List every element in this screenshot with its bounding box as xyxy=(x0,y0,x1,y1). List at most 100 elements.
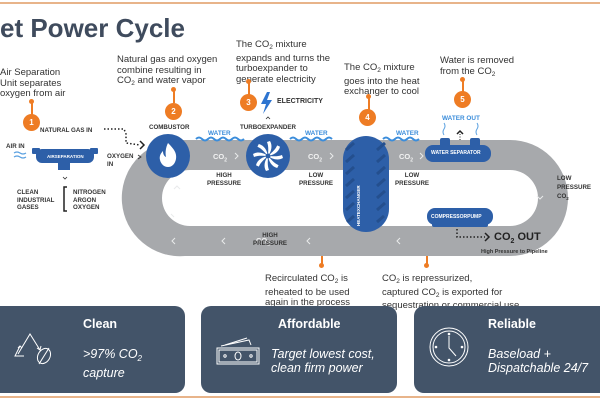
label-line: INDUSTRIAL xyxy=(17,196,55,204)
note-line: from the CO2 xyxy=(440,65,496,78)
high-pressure-label-1: HIGH PRESSURE xyxy=(207,172,241,187)
step-6-note: CO2 is repressurized, captured CO2 is ex… xyxy=(382,273,519,312)
water-out-arrow xyxy=(456,129,464,135)
gas-nitrogen: NITROGEN xyxy=(73,189,106,196)
oxygen-in-chevron xyxy=(137,154,142,160)
step-6-stem xyxy=(426,251,428,265)
step-5-note: Water is removed from the CO2 xyxy=(440,55,515,80)
card-text-line: Dispatchable 24/7 xyxy=(488,361,589,375)
co2-label-1: CO2 xyxy=(213,152,228,164)
gases-list: NITROGEN ARGON OXYGEN xyxy=(73,189,106,212)
flame-icon xyxy=(159,143,177,167)
label-line: PRESSURE xyxy=(207,179,242,187)
label-line: HIGH xyxy=(216,172,232,179)
step-4-note: The CO2 mixture goes into the heat excha… xyxy=(344,62,420,98)
note-line: expands and turns the xyxy=(236,52,331,64)
card-affordable-title: Affordable xyxy=(278,317,341,331)
air-separation-unit xyxy=(32,148,98,170)
note-line: CO2 and water vapor xyxy=(117,75,206,87)
water-label-1: WATER xyxy=(208,130,231,137)
note-line: Natural gas and oxygen xyxy=(117,54,218,65)
note-line: reheated to be used xyxy=(265,286,350,298)
note-line: oxygen from air xyxy=(0,88,66,99)
natural-gas-arrow xyxy=(104,128,141,146)
label-line: LOW xyxy=(308,172,324,179)
note-line: again in the process xyxy=(265,297,351,308)
water-wave-3 xyxy=(382,136,420,142)
step-7-note: Recirculated CO2 is reheated to be used … xyxy=(265,273,351,309)
card-clean-title: Clean xyxy=(83,317,118,331)
low-pressure-co2-label: LOW PRESSURE CO2 xyxy=(557,174,591,203)
turbine-icon xyxy=(253,141,283,171)
money-icon xyxy=(216,337,260,365)
card-reliable-text: Baseload + Dispatchable 24/7 xyxy=(488,347,588,375)
card-reliable-title: Reliable xyxy=(488,317,536,331)
step-3-stem xyxy=(248,81,250,95)
co2-out-arrowhead xyxy=(484,232,491,242)
clock-icon xyxy=(429,327,469,367)
gases-down-chevron xyxy=(62,176,68,180)
note-line: The CO2 mixture xyxy=(236,39,307,51)
lightning-icon xyxy=(261,92,272,114)
water-separator-label: WATER SEPARATOR xyxy=(431,150,481,156)
electricity-label: ELECTRICITY xyxy=(277,98,323,105)
step-2-badge: 2 xyxy=(165,103,182,120)
step-7-stem-dot xyxy=(319,263,324,268)
water-label-3: WATER xyxy=(396,130,419,137)
air-separation-label: AIRSEPARATION xyxy=(47,154,84,159)
water-out-label: WATER OUT xyxy=(442,115,480,122)
card-clean: Clean >97% CO2 capture xyxy=(0,306,185,393)
label-line: PRESSURE xyxy=(253,239,288,247)
air-in-wave-icon xyxy=(13,151,27,159)
compressor-pump xyxy=(427,208,493,227)
step-1-stem xyxy=(31,101,33,115)
label-line: LOW xyxy=(404,172,420,179)
page-title: et Power Cycle xyxy=(0,13,185,43)
power-cycle-diagram xyxy=(13,92,569,257)
air-in-label: AIR IN xyxy=(6,143,25,150)
note-line: CO2 is repressurized, xyxy=(382,273,473,285)
clean-industrial-gases-label: CLEAN INDUSTRIAL GASES xyxy=(17,189,54,212)
card-text-line: capture xyxy=(83,366,125,380)
natural-gas-in-label: NATURAL GAS IN xyxy=(40,127,93,134)
label-line: PRESSURE xyxy=(395,179,430,187)
note-line: goes into the heat xyxy=(344,75,420,87)
heat-exchanger-label: HEATEXCHANGER xyxy=(356,185,361,226)
low-pressure-label-1: LOW PRESSURE xyxy=(299,172,333,187)
electricity-up-chevron xyxy=(265,116,271,120)
note-line: exchanger to cool xyxy=(344,86,419,97)
step-4-stem xyxy=(368,96,370,110)
step-5-badge: 5 xyxy=(454,91,471,108)
label-line: GASES xyxy=(17,204,39,211)
step-2-stem xyxy=(173,89,175,103)
note-line: Recirculated CO2 is xyxy=(265,273,348,285)
label-line: IN xyxy=(107,160,114,168)
note-line: captured CO2 is exported for xyxy=(382,286,503,299)
pipeline-label: High Pressure to Pipeline xyxy=(481,249,548,255)
label-line: CO2 xyxy=(557,193,569,202)
steam-icon xyxy=(442,122,479,136)
label-line: PRESSURE xyxy=(557,184,592,191)
step-1-badge: 1 xyxy=(23,114,40,131)
note-line: Unit separates xyxy=(0,77,62,89)
step-2-note: Natural gas and oxygen combine resulting… xyxy=(117,54,218,90)
bottom-divider xyxy=(0,396,600,398)
co2-label-2: CO2 xyxy=(308,152,323,164)
top-divider xyxy=(0,2,600,4)
note-line: generate electricity xyxy=(236,73,316,85)
label-line: PRESSURE xyxy=(299,179,334,187)
co2-label-4: CO2 xyxy=(256,236,271,248)
step-6-stem-dot xyxy=(424,263,429,268)
card-affordable-text: Target lowest cost, clean firm power xyxy=(271,347,375,375)
recycle-leaf-icon xyxy=(14,333,52,365)
step-5-stem xyxy=(462,79,464,92)
card-clean-text: >97% CO2 capture xyxy=(83,347,142,380)
co2-out-label: CO2 OUT xyxy=(494,231,541,246)
note-line: Water is removed xyxy=(440,55,515,66)
label-line: LOW xyxy=(557,175,572,182)
note-line: combine resulting in xyxy=(117,64,202,76)
card-text-line: clean firm power xyxy=(271,361,363,375)
gases-bracket xyxy=(63,186,67,212)
card-text-line: Baseload + xyxy=(488,347,551,361)
low-pressure-label-2: LOW PRESSURE xyxy=(395,172,429,187)
